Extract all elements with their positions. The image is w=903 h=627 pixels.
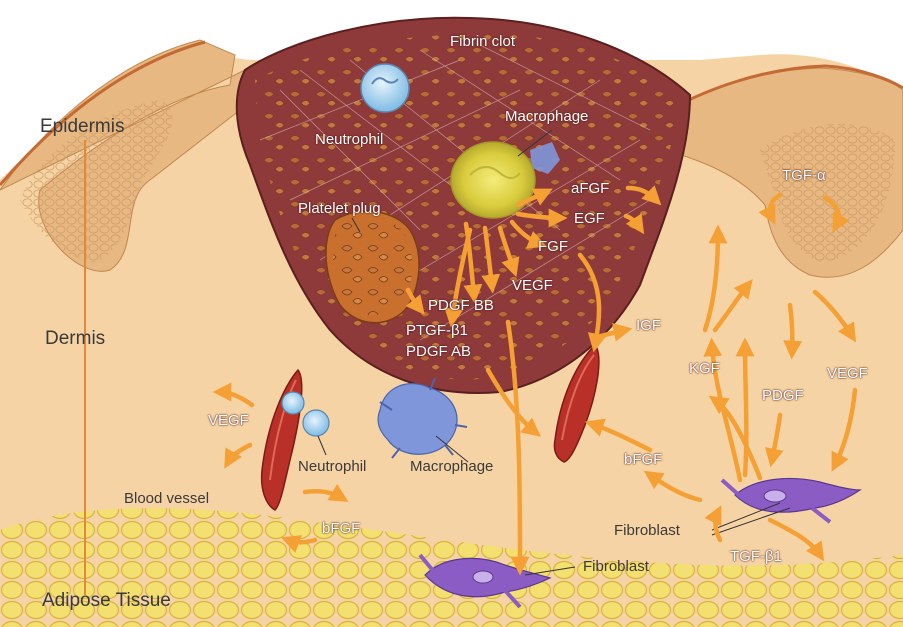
bfgf-left-label: bFGF (322, 520, 360, 537)
egf-label: EGF (574, 210, 605, 227)
bfgf-right-label: bFGF (624, 451, 662, 468)
fibroblast-bottom-label: Fibroblast (583, 558, 649, 575)
macrophage-top-label: Macrophage (505, 108, 588, 125)
fibroblast-right-label: Fibroblast (614, 522, 680, 539)
tgf-alpha-label: TGF-α (782, 167, 826, 184)
pdgf-bb-label: PDGF BB (428, 297, 494, 314)
macrophage-top-cell (451, 142, 535, 218)
fibrin-clot-label: Fibrin clot (450, 33, 515, 50)
neutrophil-bottom-label: Neutrophil (298, 458, 366, 475)
pdgf-ab-label: PDGF AB (406, 343, 471, 360)
vegf-right-label: VEGF (827, 365, 868, 382)
macrophage-bottom-label: Macrophage (410, 458, 493, 475)
dermis-label: Dermis (45, 330, 105, 347)
blood-vessel-label: Blood vessel (124, 490, 209, 507)
igf-label: IGF (636, 317, 661, 334)
adipose-tissue-label: Adipose Tissue (42, 592, 171, 609)
kgf-label: KGF (689, 360, 720, 377)
fgf-label: FGF (538, 238, 568, 255)
vegf-left-label: VEGF (208, 412, 249, 429)
platelet-plug-label: Platelet plug (298, 200, 381, 217)
ptgf-b1-label: PTGF-β1 (406, 322, 468, 339)
epidermis-label: Epidermis (40, 118, 124, 135)
afgf-label: aFGF (571, 180, 609, 197)
neutrophil-top-label: Neutrophil (315, 131, 383, 148)
vegf-center-label: VEGF (512, 277, 553, 294)
neutrophil-bottom-cell (303, 410, 329, 436)
neutrophil-top-cell (361, 64, 409, 112)
pdgf-right-label: PDGF (762, 387, 804, 404)
tgf-b1-label: TGF-β1 (730, 548, 782, 565)
